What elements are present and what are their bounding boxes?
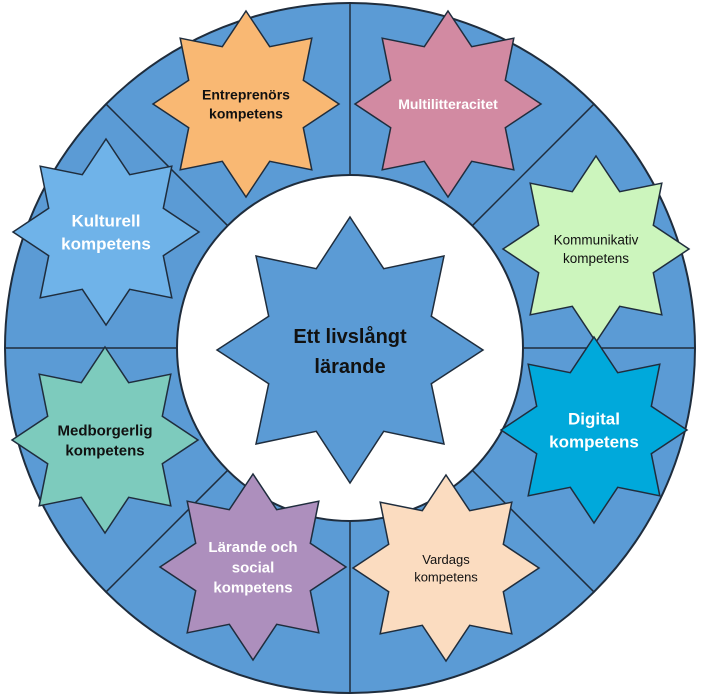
segment-divider-2 [471, 103, 595, 227]
star-kommunikativ-kompetens-label-line-1: Kommunikativ [554, 233, 639, 248]
center-label-line-2: lärande [314, 356, 385, 378]
star-digital-kompetens: Digital kompetens [499, 335, 689, 525]
star-kulturell-kompetens-label-line-2: kompetens [61, 235, 151, 254]
star-kulturell-kompetens-label-line-1: Kulturell [72, 212, 141, 231]
star-digital-kompetens-shape [499, 335, 689, 525]
star-larande-och-social-kompetens: Lärande och social kompetens [158, 472, 348, 662]
star-medborgerlig-kompetens: Medborgerlig kompetens [10, 345, 200, 535]
star-multilitteracitet-label-line-1: Multilitteracitet [398, 96, 498, 112]
star-multilitteracitet: Multilitteracitet [353, 9, 543, 199]
star-center: Ett livslångt lärande [215, 215, 485, 485]
center-label-line-1: Ett livslångt [293, 325, 407, 348]
star-vardags-kompetens-label-line-2: kompetens [414, 569, 478, 584]
star-entreprenors-kompetens-shape [151, 9, 341, 199]
star-medborgerlig-kompetens-shape [10, 345, 200, 535]
star-medborgerlig-kompetens-label-line-2: kompetens [65, 443, 144, 460]
star-digital-kompetens-label-line-2: kompetens [549, 433, 639, 452]
star-kommunikativ-kompetens-label-line-2: kompetens [563, 251, 629, 266]
star-entreprenors-kompetens-label-line-1: Entreprenörs [202, 87, 290, 103]
star-kommunikativ-kompetens-shape [501, 154, 691, 344]
star-entreprenors-kompetens-label-line-2: kompetens [209, 105, 283, 121]
star-center-shape [215, 215, 485, 485]
star-kommunikativ-kompetens: Kommunikativ kompetens [501, 154, 691, 344]
star-entreprenors-kompetens: Entreprenörs kompetens [151, 9, 341, 199]
star-vardags-kompetens-shape [351, 473, 541, 663]
star-digital-kompetens-label-line-1: Digital [568, 410, 620, 429]
star-multilitteracitet-shape [353, 9, 543, 199]
star-kulturell-kompetens-shape [11, 137, 201, 327]
star-kulturell-kompetens: Kulturell kompetens [11, 137, 201, 327]
segment-divider-8 [105, 103, 229, 227]
star-larande-och-social-kompetens-shape [158, 472, 348, 662]
star-vardags-kompetens-label-line-1: Vardags [422, 552, 470, 567]
segment-divider-4 [471, 469, 595, 593]
star-larande-och-social-kompetens-label-line-1: Lärande och [208, 539, 297, 556]
star-larande-och-social-kompetens-label-line-3: kompetens [213, 580, 292, 597]
star-medborgerlig-kompetens-label-line-1: Medborgerlig [57, 422, 152, 439]
segment-divider-6 [105, 469, 229, 593]
star-larande-och-social-kompetens-label-line-2: social [232, 559, 275, 576]
star-vardags-kompetens: Vardags kompetens [351, 473, 541, 663]
